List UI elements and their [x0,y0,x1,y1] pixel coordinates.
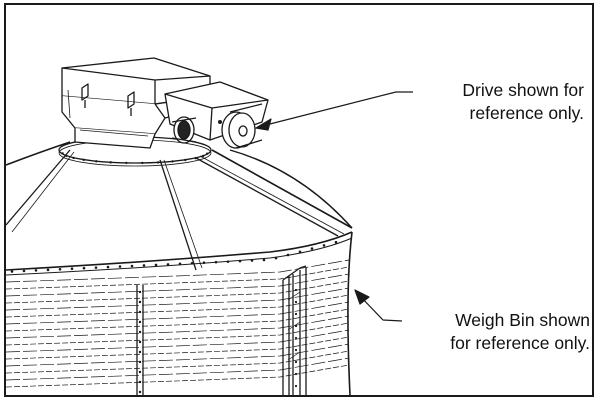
weigh-bin-leader-line [359,295,403,322]
bin-roof [6,136,353,271]
weigh-bin-leader-arrowhead [354,289,370,305]
drive-callout-line2: reference only. [469,103,584,123]
weigh-bin-callout-line2: for reference only. [450,333,590,353]
bin-cylinder [6,231,353,395]
drive-leader-line [261,91,413,127]
leader-lines [255,91,413,322]
weigh-bin-callout-line1: Weigh Bin shown [455,310,590,330]
drive-leader-arrowhead [255,118,272,131]
drive-callout: Drive shown for reference only. [462,79,584,125]
drive-callout-line1: Drive shown for [462,80,584,100]
drive-assembly [164,81,269,149]
weigh-bin-callout: Weigh Bin shown for reference only. [450,309,590,355]
